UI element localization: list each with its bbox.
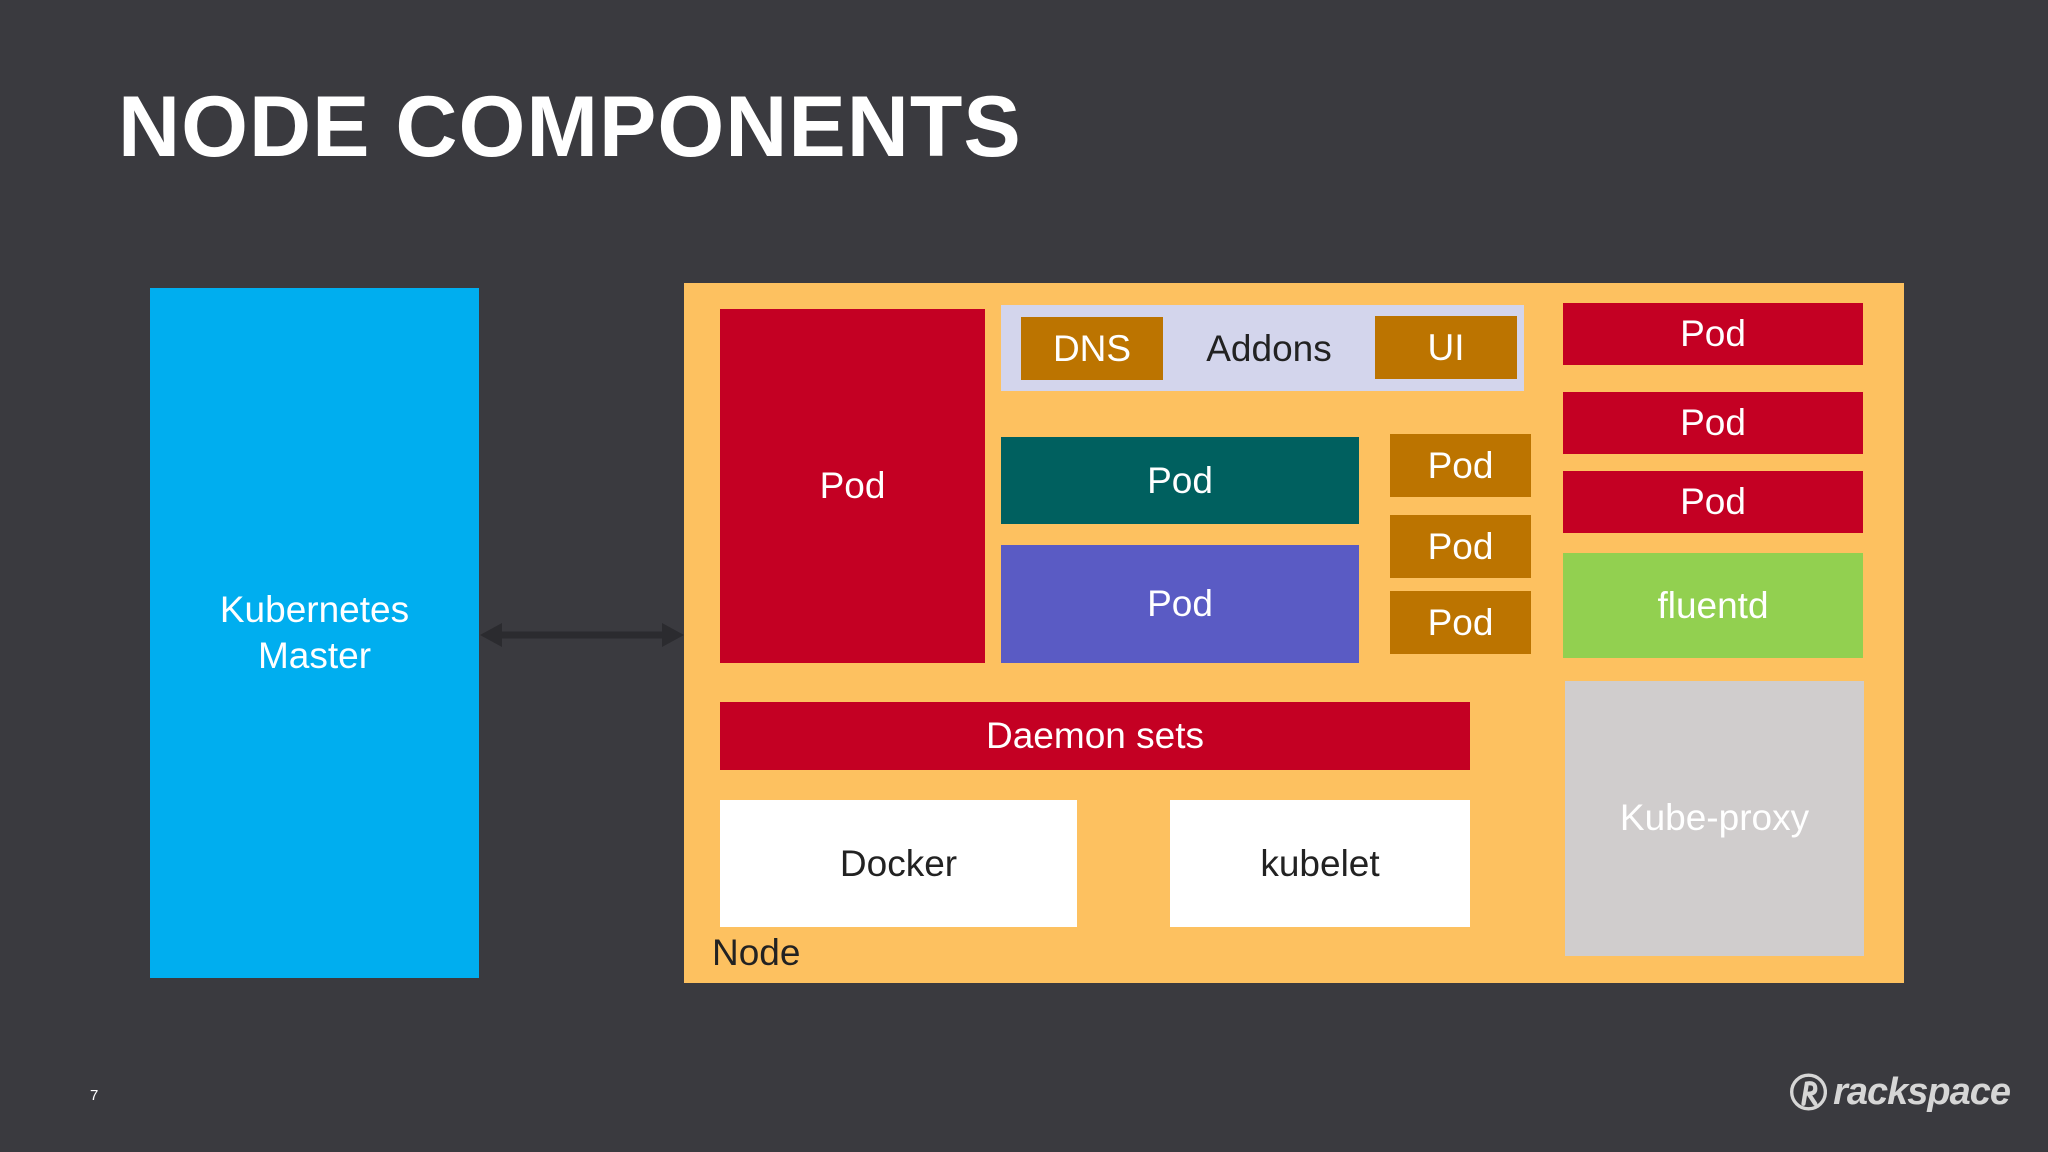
pod-orange: Pod	[1390, 515, 1531, 578]
pod-teal: Pod	[1001, 437, 1359, 524]
pod-purple: Pod	[1001, 545, 1359, 663]
pod-red: Pod	[1563, 392, 1863, 454]
ui-addon: UI	[1375, 316, 1517, 379]
fluentd-box: fluentd	[1563, 553, 1863, 658]
page-number: 7	[90, 1087, 99, 1104]
pod-orange: Pod	[1390, 434, 1531, 497]
pod-orange: Pod	[1390, 591, 1531, 654]
node-label: Node	[712, 932, 801, 973]
docker-box: Docker	[720, 800, 1077, 927]
rackspace-logo-icon	[1790, 1073, 1828, 1111]
kubelet-box: kubelet	[1170, 800, 1470, 927]
kube-proxy-box: Kube-proxy	[1565, 681, 1864, 956]
slide-title: NODE COMPONENTS	[118, 79, 1022, 175]
rackspace-logo-text: rackspace	[1833, 1070, 2011, 1113]
dns-addon: DNS	[1021, 317, 1163, 380]
rackspace-logo: rackspace	[1790, 1066, 2011, 1118]
daemon-sets-bar: Daemon sets	[720, 702, 1470, 770]
addons-label: Addons	[1206, 327, 1332, 369]
pod-red: Pod	[1563, 303, 1863, 365]
pod-red: Pod	[1563, 471, 1863, 533]
bidirectional-arrow	[480, 623, 684, 647]
pod-large: Pod	[720, 309, 985, 663]
